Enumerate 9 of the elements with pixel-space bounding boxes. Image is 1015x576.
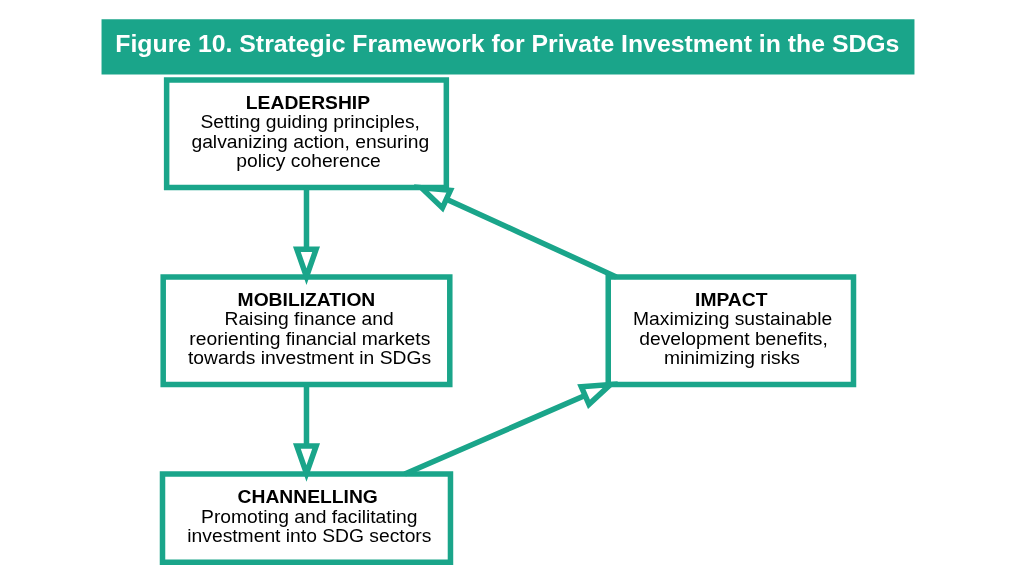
node-box: MOBILIZATION Raising finance and reorienting financial markets towards investment in SDGs <box>159 274 453 388</box>
diagram-title: Figure 10. Strategic Framework for Private Investment in the SDGs <box>114 29 899 57</box>
arrow <box>292 384 320 482</box>
node-box: CHANNELLING Promoting and facilitating investment into SDG sectors <box>159 471 453 565</box>
arrow <box>413 184 617 280</box>
node-box: IMPACT Maximizing sustainable development benefits, minimizing risks <box>605 274 856 388</box>
node-box: LEADERSHIP Setting guiding principles, galvanizing action, ensuring policy coherence <box>163 77 449 191</box>
arrow <box>403 381 618 477</box>
arrow <box>292 187 320 286</box>
